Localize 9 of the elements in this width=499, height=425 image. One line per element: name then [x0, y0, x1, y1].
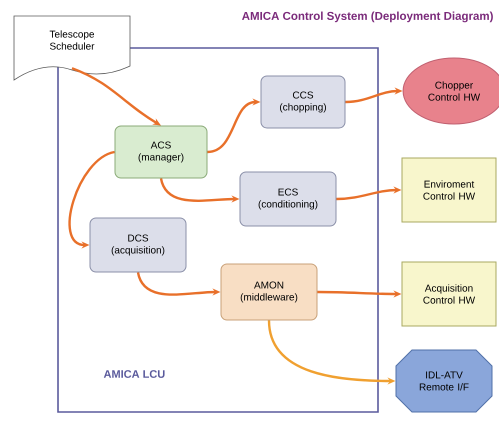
- component-box: ACS (manager): [114, 126, 208, 178]
- hardware-box: Acquisition Control HW: [402, 262, 496, 326]
- interface-hexagon: IDL-ATV Remote I/F: [396, 350, 492, 412]
- component-box: ECS (conditioning): [240, 172, 336, 226]
- component-box: DCS (acquisition): [90, 218, 186, 272]
- title: AMICA Control System (Deployment Diagram): [242, 12, 493, 22]
- component-box: CCS (chopping): [260, 76, 346, 128]
- component-box: AMON (middleware): [220, 264, 318, 320]
- hardware-box: Enviroment Control HW: [402, 158, 496, 222]
